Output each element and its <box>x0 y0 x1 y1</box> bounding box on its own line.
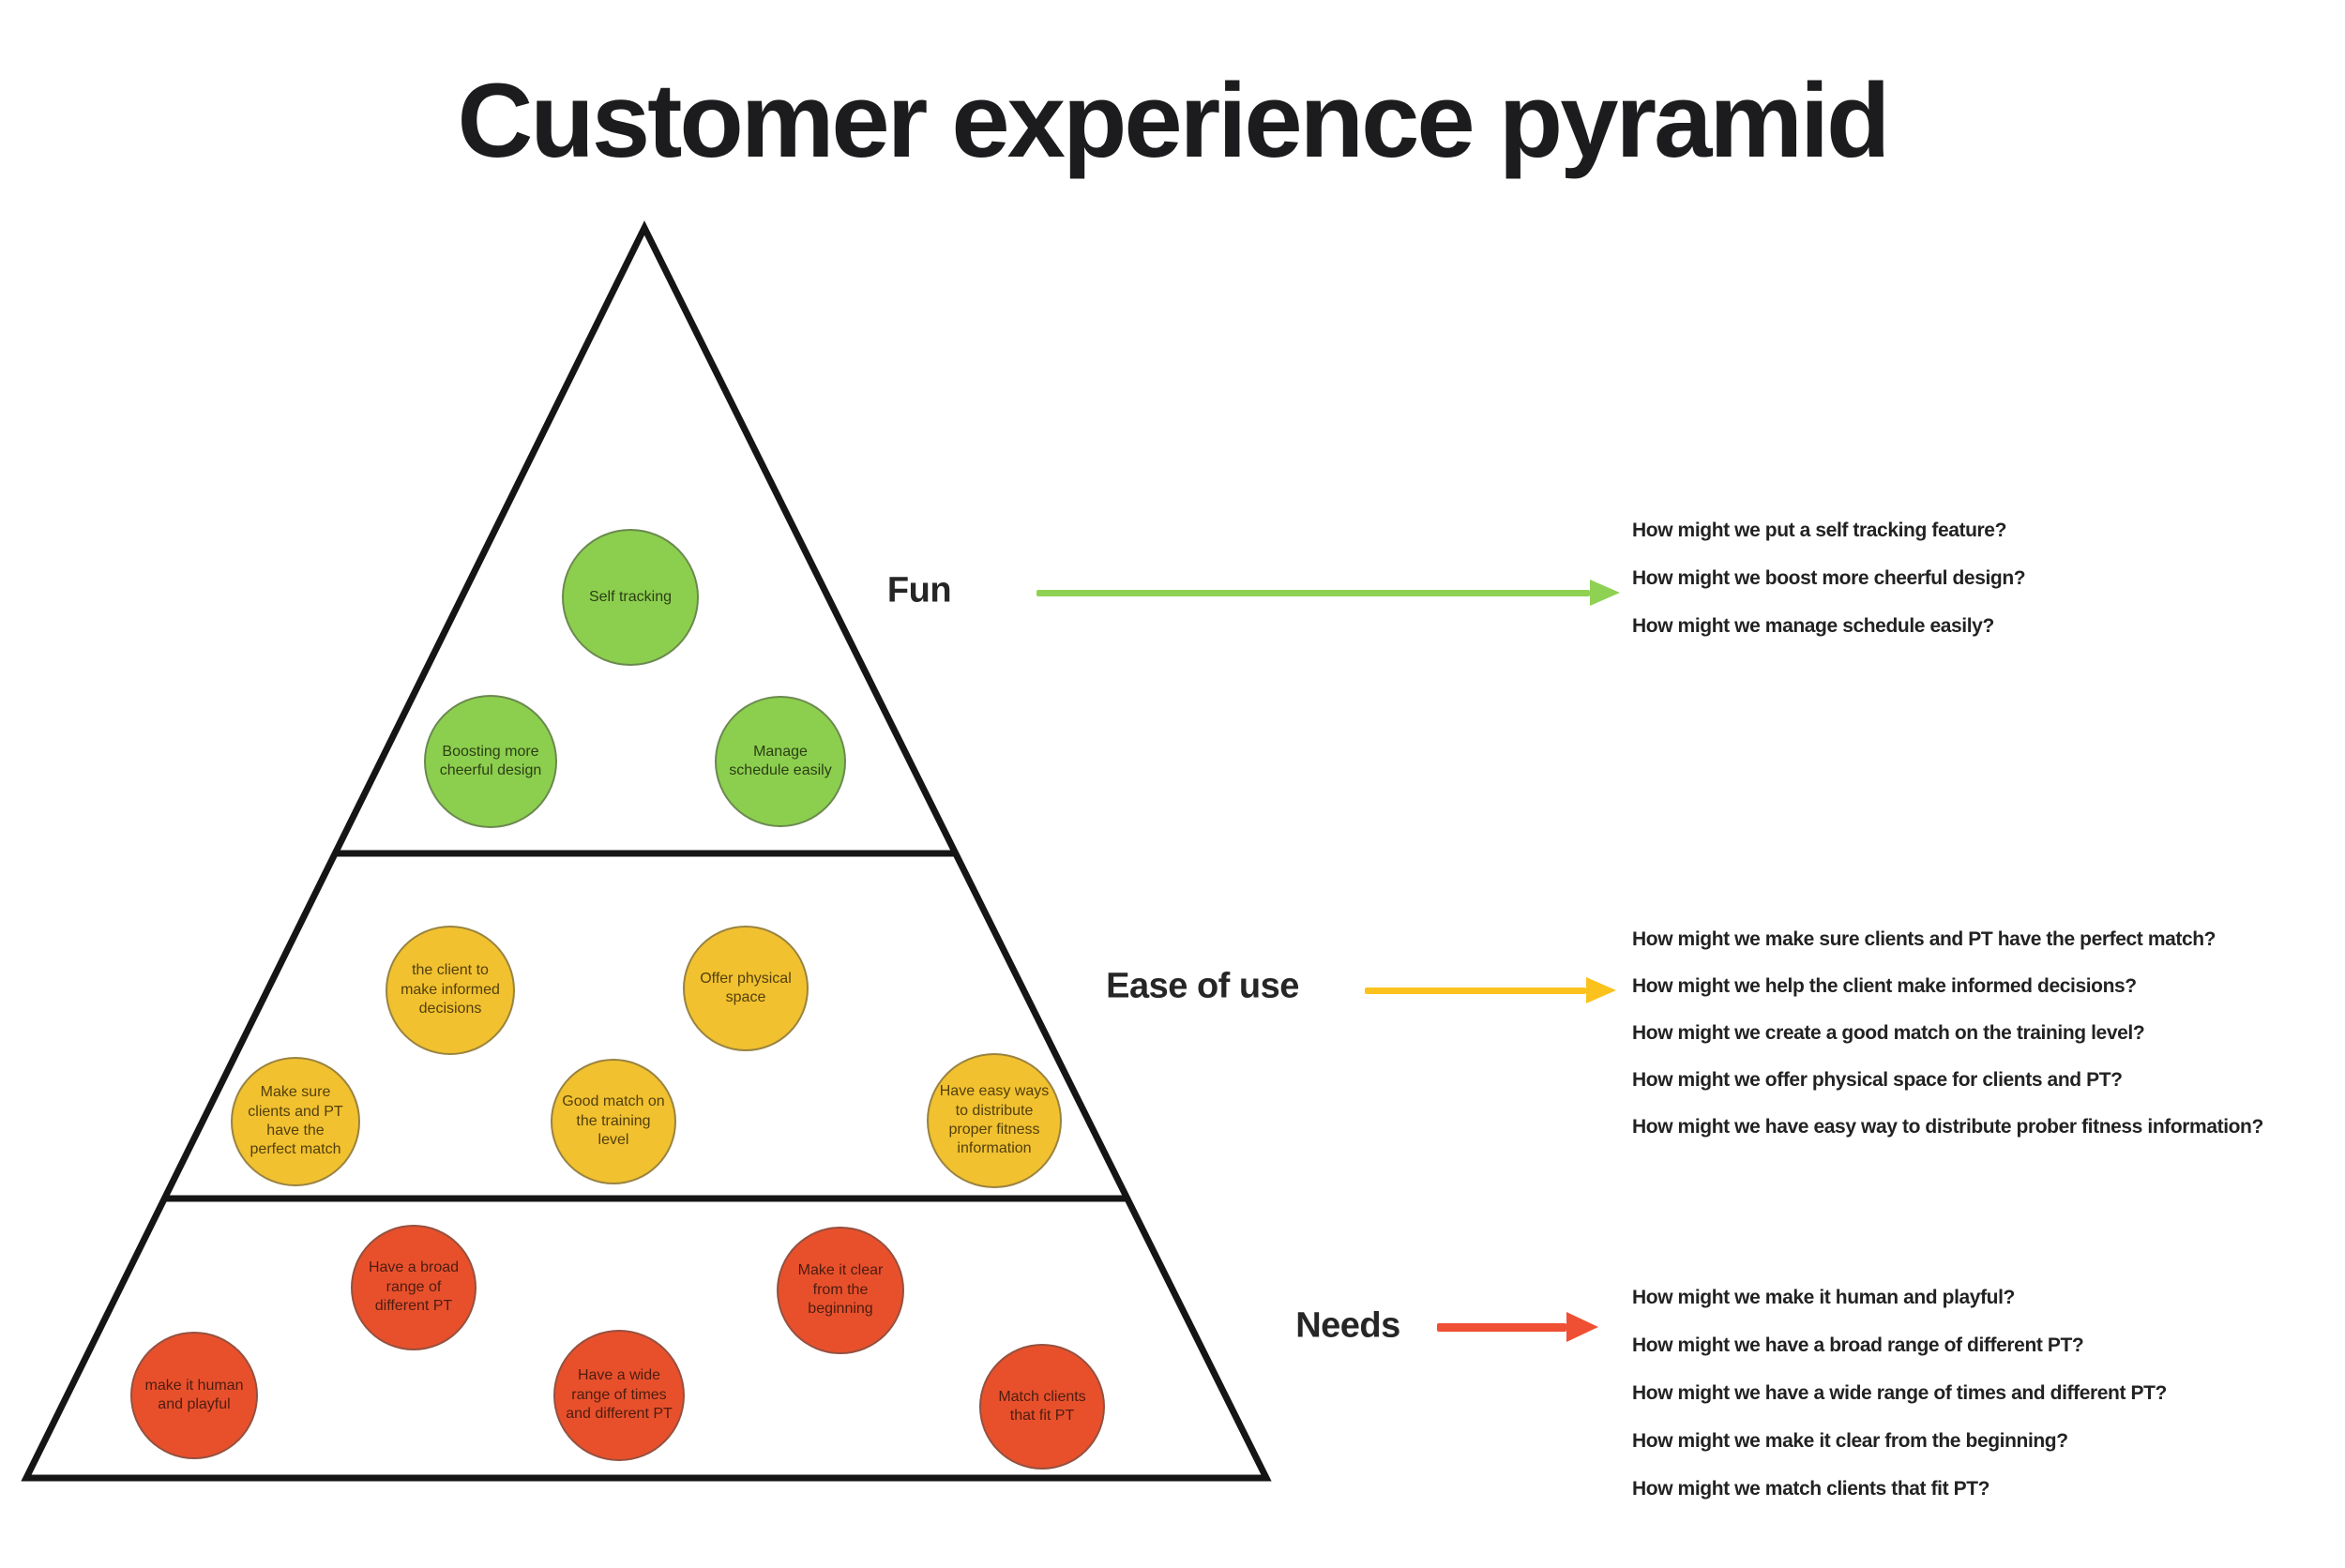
pyramid-node-human-playful: make it human and playful <box>130 1332 258 1459</box>
level-label-needs: Needs <box>1295 1305 1400 1346</box>
pyramid-node-training-level-match: Good match on the training level <box>551 1059 676 1184</box>
question: How might we have a broad range of diffe… <box>1632 1334 2084 1356</box>
needs-arrow <box>1437 1312 1598 1342</box>
pyramid-node-wide-range-times: Have a wide range of times and different… <box>553 1330 685 1461</box>
fun-arrow <box>1036 578 1620 608</box>
needs-arrow-head <box>1566 1312 1598 1342</box>
question: How might we make it clear from the begi… <box>1632 1430 2068 1452</box>
needs-questions-list: How might we make it human and playful? … <box>1632 1285 2345 1501</box>
pyramid-node-boosting-cheerful-design: Boosting more cheerful design <box>424 695 557 828</box>
pyramid-node-offer-physical-space: Offer physical space <box>683 926 809 1051</box>
pyramid-node-broad-range-pt: Have a broad range of different PT <box>351 1225 477 1350</box>
question: How might we create a good match on the … <box>1632 1022 2145 1044</box>
question: How might we help the client make inform… <box>1632 975 2137 997</box>
ease-of-use-arrow-shaft <box>1365 988 1586 994</box>
fun-arrow-head <box>1590 580 1620 606</box>
needs-arrow-shaft <box>1437 1323 1566 1332</box>
fun-arrow-shaft <box>1036 590 1590 596</box>
question: How might we make sure clients and PT ha… <box>1632 928 2216 950</box>
pyramid-node-distribute-fitness-info: Have easy ways to distribute proper fitn… <box>927 1053 1062 1188</box>
question: How might we boost more cheerful design? <box>1632 567 2026 589</box>
page-title: Customer experience pyramid <box>457 62 1891 179</box>
question: How might we match clients that fit PT? <box>1632 1478 1990 1500</box>
ease-of-use-arrow <box>1365 975 1618 1005</box>
pyramid-node-self-tracking: Self tracking <box>562 529 699 666</box>
ease-of-use-questions-list: How might we make sure clients and PT ha… <box>1632 927 2345 1139</box>
question: How might we have easy way to distribute… <box>1632 1116 2263 1138</box>
pyramid-node-match-clients-fit-pt: Match clients that fit PT <box>979 1344 1105 1470</box>
level-label-fun: Fun <box>886 570 952 611</box>
question: How might we make it human and playful? <box>1632 1287 2015 1308</box>
question: How might we manage schedule easily? <box>1632 615 1994 637</box>
pyramid-node-clear-from-beginning: Make it clear from the beginning <box>777 1227 904 1354</box>
pyramid-node-perfect-match: Make sure clients and PT have the perfec… <box>231 1057 360 1186</box>
question: How might we offer physical space for cl… <box>1632 1069 2123 1091</box>
level-label-ease-of-use: Ease of use <box>1106 966 1299 1006</box>
question: How might we put a self tracking feature… <box>1632 520 2006 541</box>
question: How might we have a wide range of times … <box>1632 1382 2167 1404</box>
fun-questions-list: How might we put a self tracking feature… <box>1632 518 2345 639</box>
pyramid-node-informed-decisions: the client to make informed decisions <box>386 926 515 1055</box>
pyramid-node-manage-schedule: Manage schedule easily <box>715 696 846 827</box>
ease-of-use-arrow-head <box>1586 977 1616 1003</box>
